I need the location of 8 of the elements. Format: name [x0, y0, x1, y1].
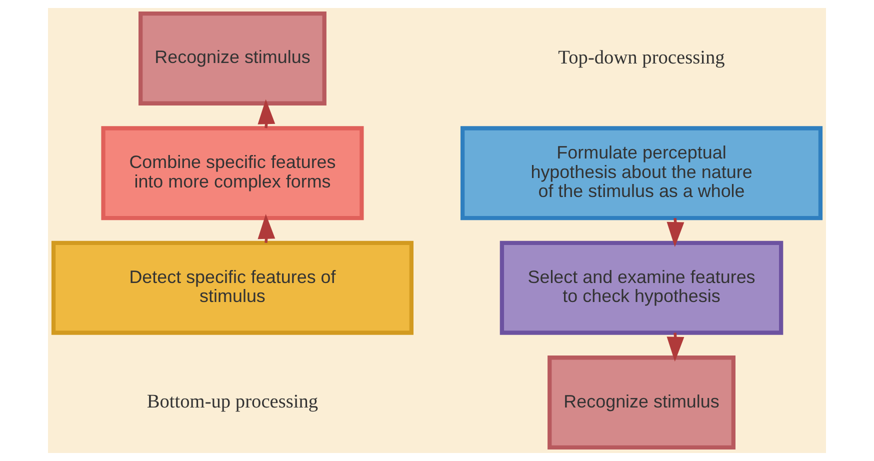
node-box: Recognize stimulus	[548, 356, 736, 450]
node-box: Combine specific features into more complex forms	[101, 126, 364, 220]
label: Bottom-up processing	[146, 392, 318, 413]
node-box: Formulate perceptual hypothesis about the nature of the stimulus as a whole	[460, 126, 823, 220]
label: Top-down processing	[558, 48, 725, 69]
node-box: Detect specific features of stimulus	[51, 240, 414, 335]
node-box: Select and examine features to check hypothesis	[500, 240, 784, 335]
node-box: Recognize stimulus	[138, 11, 326, 106]
